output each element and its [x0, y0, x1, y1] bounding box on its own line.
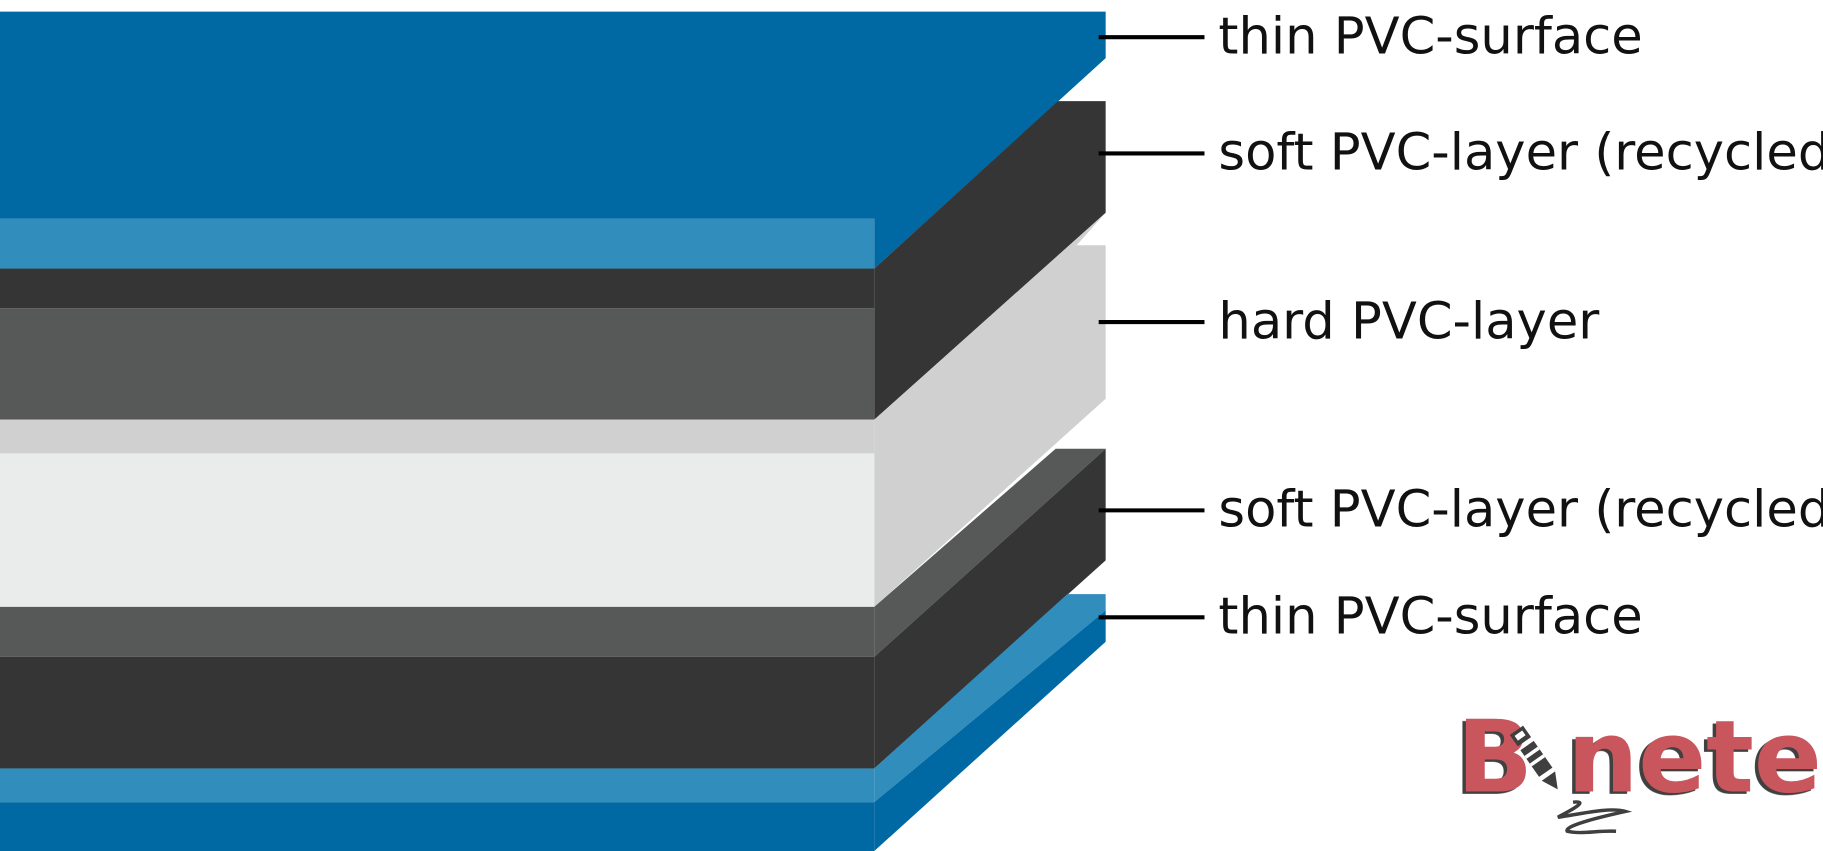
- label-top-surface: thin PVC-surface: [1218, 7, 1642, 66]
- label-soft-bottom: soft PVC-layer (recycled): [1218, 481, 1823, 540]
- pencil-icon: [1509, 725, 1558, 790]
- binetel-logo: B netel: [1457, 699, 1823, 835]
- layer-hard: [0, 212, 1106, 607]
- layer-soft-bottom: [0, 448, 1106, 769]
- leader-lines: [1098, 35, 1205, 620]
- label-hard: hard PVC-layer: [1218, 292, 1600, 351]
- logo-letter-b: B: [1457, 699, 1533, 816]
- layer-top-surface: [0, 11, 1106, 269]
- scribble-icon: [1557, 800, 1633, 835]
- layer-bottom-surface: [0, 594, 1106, 851]
- label-bottom-surface: thin PVC-surface: [1218, 588, 1642, 647]
- logo-text: netel: [1567, 699, 1823, 816]
- layer-soft-top: [0, 101, 1106, 420]
- label-soft-top: soft PVC-layer (recycled): [1218, 124, 1823, 183]
